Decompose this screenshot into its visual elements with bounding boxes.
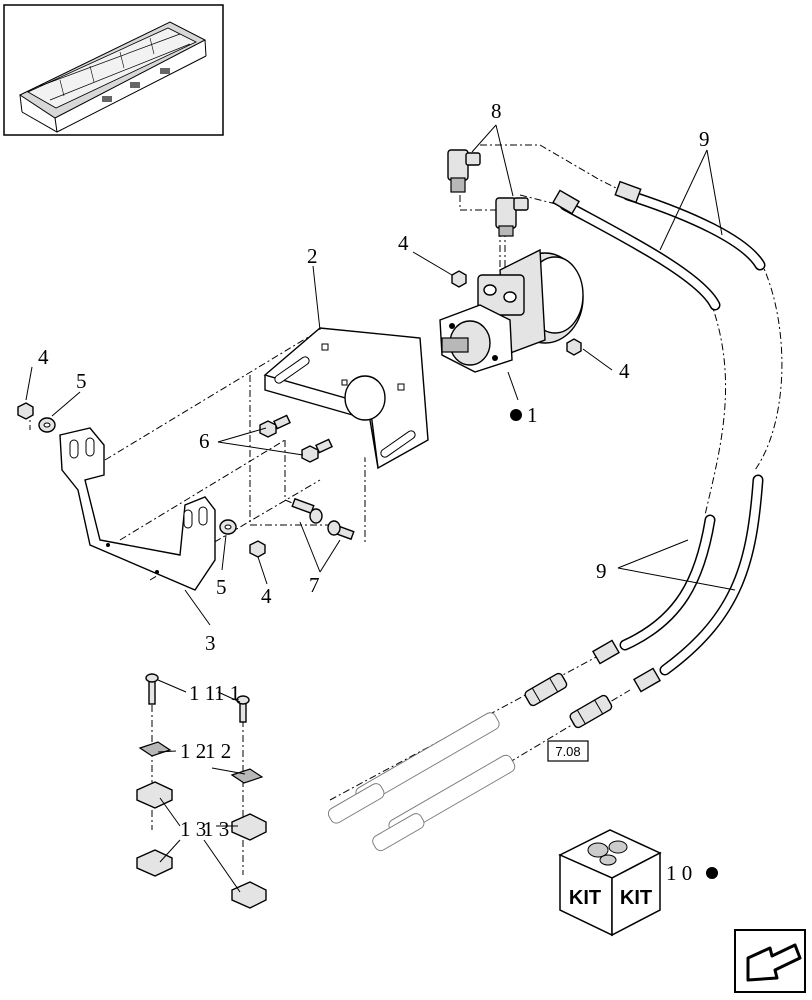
callout-6: 6 — [199, 429, 210, 453]
return-arrow-icon[interactable] — [734, 929, 806, 993]
callout-4-bottom: 4 — [261, 584, 272, 608]
hydraulic-hoses — [552, 180, 766, 693]
header-thumbnail-box[interactable] — [3, 4, 224, 136]
callout-4-motor-right: 4 — [619, 359, 630, 383]
hydraulic-motor[interactable] — [439, 248, 584, 373]
reference-box[interactable]: 7.08 — [547, 740, 589, 762]
callout-12-b: 1 2 — [205, 739, 231, 763]
reference-box-label: 7.08 — [555, 744, 580, 759]
callout-1-motor: 1 — [527, 403, 538, 427]
callout-7: 7 — [309, 573, 320, 597]
quick-couplers — [327, 672, 613, 852]
elbow-fittings — [447, 149, 529, 237]
callout-4-left: 4 — [38, 345, 49, 369]
callout-13-a: 1 3 — [180, 817, 206, 841]
leader-lines — [25, 124, 736, 893]
nuts-and-washers — [17, 270, 582, 558]
kit-box-icon[interactable]: KIT KIT — [558, 829, 662, 937]
motor-mount-bracket[interactable] — [263, 327, 429, 470]
callout-5-left: 5 — [76, 369, 87, 393]
callout-13-b: 1 3 — [203, 817, 229, 841]
kit-label-left: KIT — [569, 887, 601, 909]
callout-11-a: 1 1 — [189, 681, 215, 705]
side-bracket[interactable] — [59, 427, 216, 591]
callout-4-motor-top: 4 — [398, 231, 409, 255]
callout-8: 8 — [491, 99, 502, 123]
callout-12-a: 1 2 — [180, 739, 206, 763]
callout-9-top: 9 — [699, 127, 710, 151]
callout-numbers: 8 9 4 2 4 4 5 1 6 5 4 7 3 9 1 1 1 1 1 2 … — [38, 99, 718, 885]
callout-2: 2 — [307, 244, 318, 268]
callout-3: 3 — [205, 631, 216, 655]
kit-marker-dot — [706, 867, 718, 879]
bolts — [259, 414, 355, 541]
kit-label-right: KIT — [620, 887, 652, 909]
motor-marker-dot — [510, 409, 522, 421]
header-assembly-thumbnail — [18, 21, 207, 133]
callout-9-bottom: 9 — [596, 559, 607, 583]
callout-11-b: 1 1 — [214, 681, 240, 705]
callout-10: 1 0 — [666, 861, 692, 885]
callout-5-bottom: 5 — [216, 575, 227, 599]
clamp-hardware — [136, 673, 267, 909]
